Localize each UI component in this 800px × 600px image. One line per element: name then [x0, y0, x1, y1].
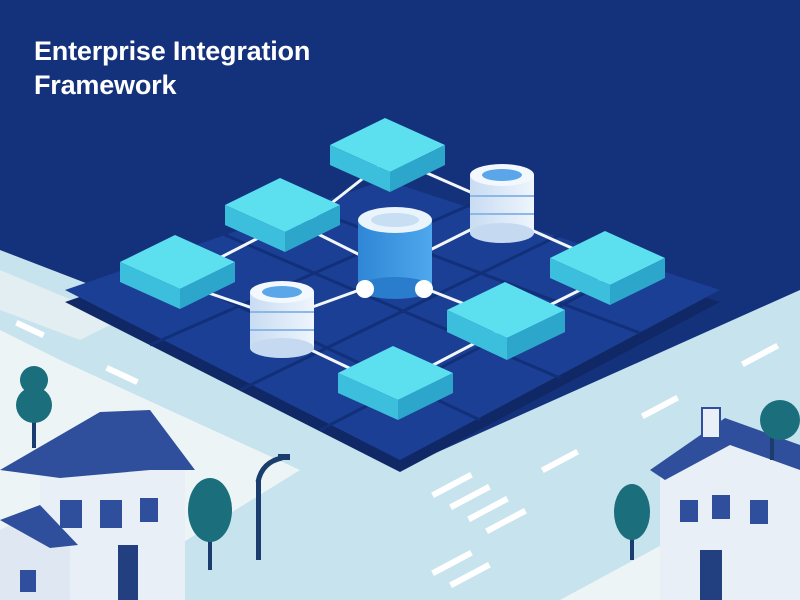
- lane-markings: [15, 319, 780, 474]
- page-title-line-2: Framework: [34, 70, 177, 100]
- sidewalk-strip: [0, 270, 120, 340]
- database-cylinder-icon: [470, 164, 534, 243]
- module-block-icon: [550, 231, 665, 305]
- tree-icon: [760, 400, 800, 460]
- module-block-icon: [447, 282, 565, 360]
- module-block-icon: [330, 118, 445, 192]
- tree-icon: [614, 484, 650, 560]
- crosswalk: [431, 472, 527, 588]
- streetlight-icon: [255, 454, 290, 560]
- module-block-icon: [338, 346, 453, 420]
- connector-node-right: [415, 280, 433, 298]
- database-cylinder-icon: [250, 281, 314, 358]
- tree-icon: [188, 478, 232, 570]
- house-icon: [0, 410, 195, 600]
- module-block-icon: [120, 235, 235, 309]
- tree-icon: [16, 366, 52, 448]
- platform-top: [65, 180, 720, 460]
- database-cylinder-icon: [358, 207, 432, 299]
- module-block-icon: [225, 178, 340, 252]
- connector-node-left: [356, 280, 374, 298]
- page-title: Enterprise Integration Framework: [34, 34, 394, 102]
- house-icon: [650, 407, 800, 600]
- page-title-line-1: Enterprise Integration: [34, 36, 311, 66]
